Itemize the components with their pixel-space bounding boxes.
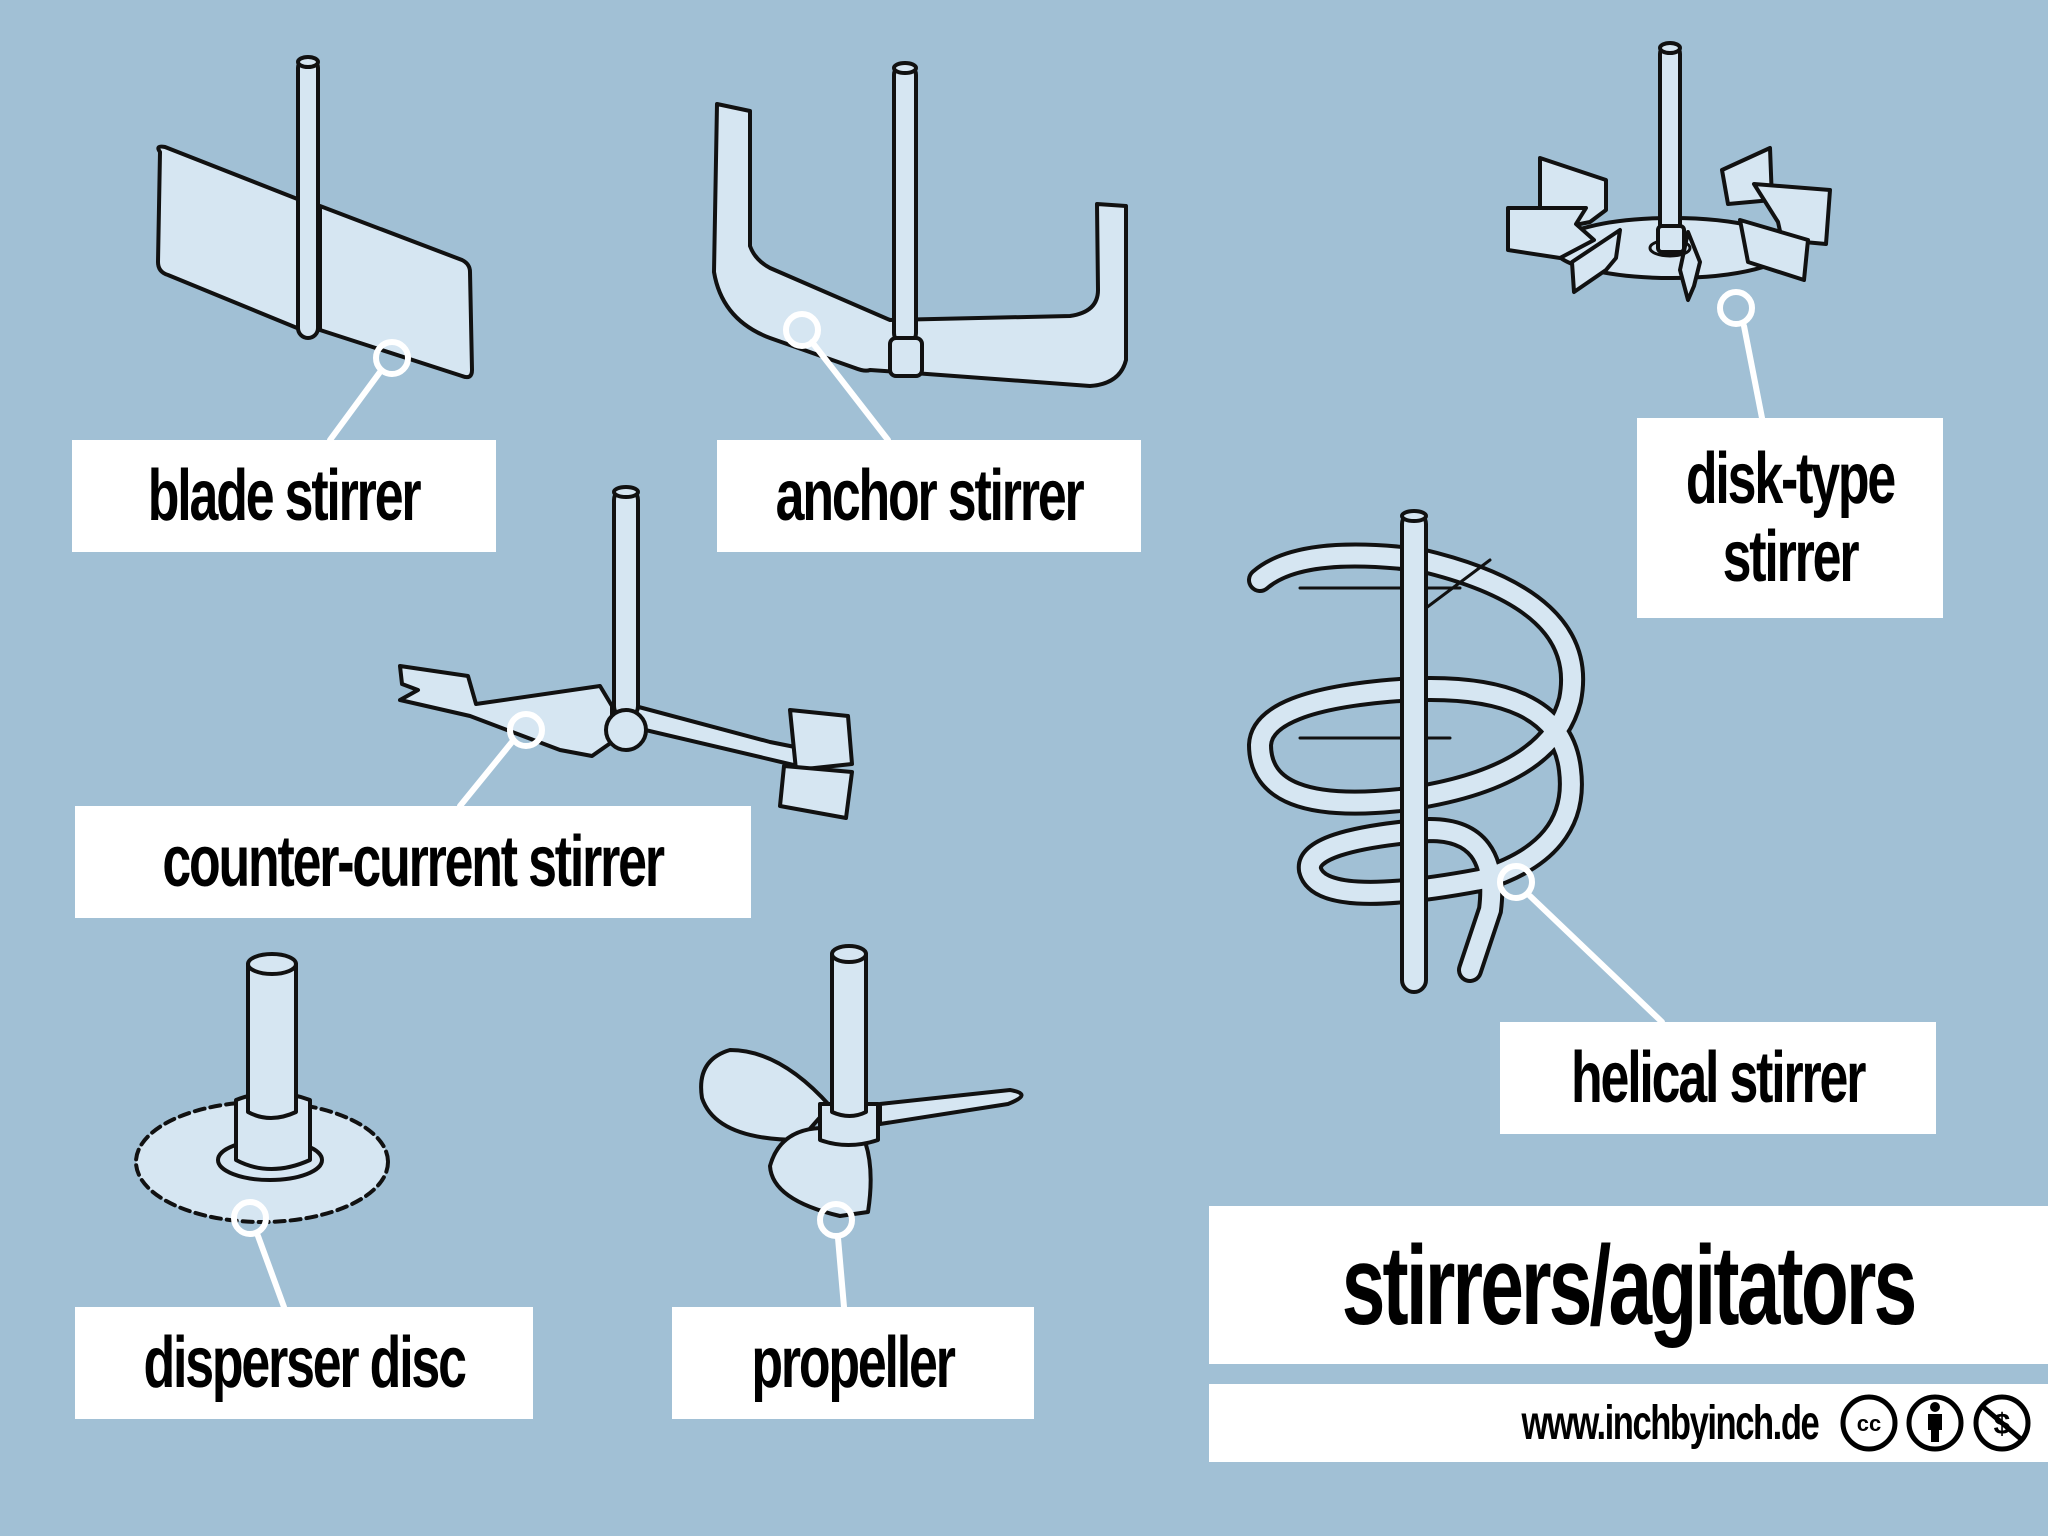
- label-disk-type-stirrer: disk-type stirrer: [1637, 418, 1943, 618]
- disk-type-stirrer-leader: [1717, 289, 1765, 421]
- label-text: anchor stirrer: [775, 456, 1085, 536]
- label-blade-stirrer: blade stirrer: [72, 440, 496, 552]
- helical-stirrer-leader: [1497, 863, 1665, 1025]
- label-text: disperser disc: [143, 1323, 466, 1403]
- helical-stirrer-illustration: [1246, 509, 1586, 994]
- counter-current-stirrer-illustration: [398, 485, 854, 820]
- website-link[interactable]: www.inchbyinch.de: [1521, 1397, 1819, 1450]
- disperser-disc-illustration: [134, 952, 390, 1224]
- label-propeller: propeller: [672, 1307, 1034, 1419]
- label-anchor-stirrer: anchor stirrer: [717, 440, 1141, 552]
- creative-commons-icon: cc: [1840, 1394, 1898, 1452]
- non-commercial-icon: $: [1973, 1394, 2031, 1452]
- page-title: stirrers/agitators: [1342, 1222, 1918, 1348]
- disperser-disc-leader: [231, 1199, 287, 1310]
- propeller-illustration: [699, 944, 1024, 1218]
- propeller-leader: [817, 1201, 855, 1310]
- label-helical-stirrer: helical stirrer: [1500, 1022, 1936, 1134]
- counter-current-stirrer-leader: [457, 711, 545, 809]
- anchor-stirrer-illustration: [712, 61, 1128, 388]
- label-text: counter-current stirrer: [162, 822, 666, 902]
- label-disperser-disc: disperser disc: [75, 1307, 533, 1419]
- anchor-stirrer-leader: [783, 311, 891, 443]
- svg-text:cc: cc: [1857, 1411, 1881, 1436]
- disk-type-stirrer-illustration: [1506, 41, 1832, 302]
- attribution-icon: [1906, 1394, 1964, 1452]
- label-text: disk-type stirrer: [1685, 439, 1896, 597]
- label-counter-current-stirrer: counter-current stirrer: [75, 806, 751, 918]
- title-box: stirrers/agitators: [1209, 1206, 2048, 1364]
- label-text: propeller: [751, 1323, 957, 1403]
- blade-stirrer-leader: [327, 339, 411, 443]
- footer-box: www.inchbyinch.de cc $: [1209, 1384, 2048, 1462]
- blade-stirrer-illustration: [156, 55, 474, 380]
- label-text: helical stirrer: [1571, 1038, 1866, 1118]
- license-badges: cc $: [1840, 1394, 2031, 1452]
- label-text: blade stirrer: [148, 456, 422, 536]
